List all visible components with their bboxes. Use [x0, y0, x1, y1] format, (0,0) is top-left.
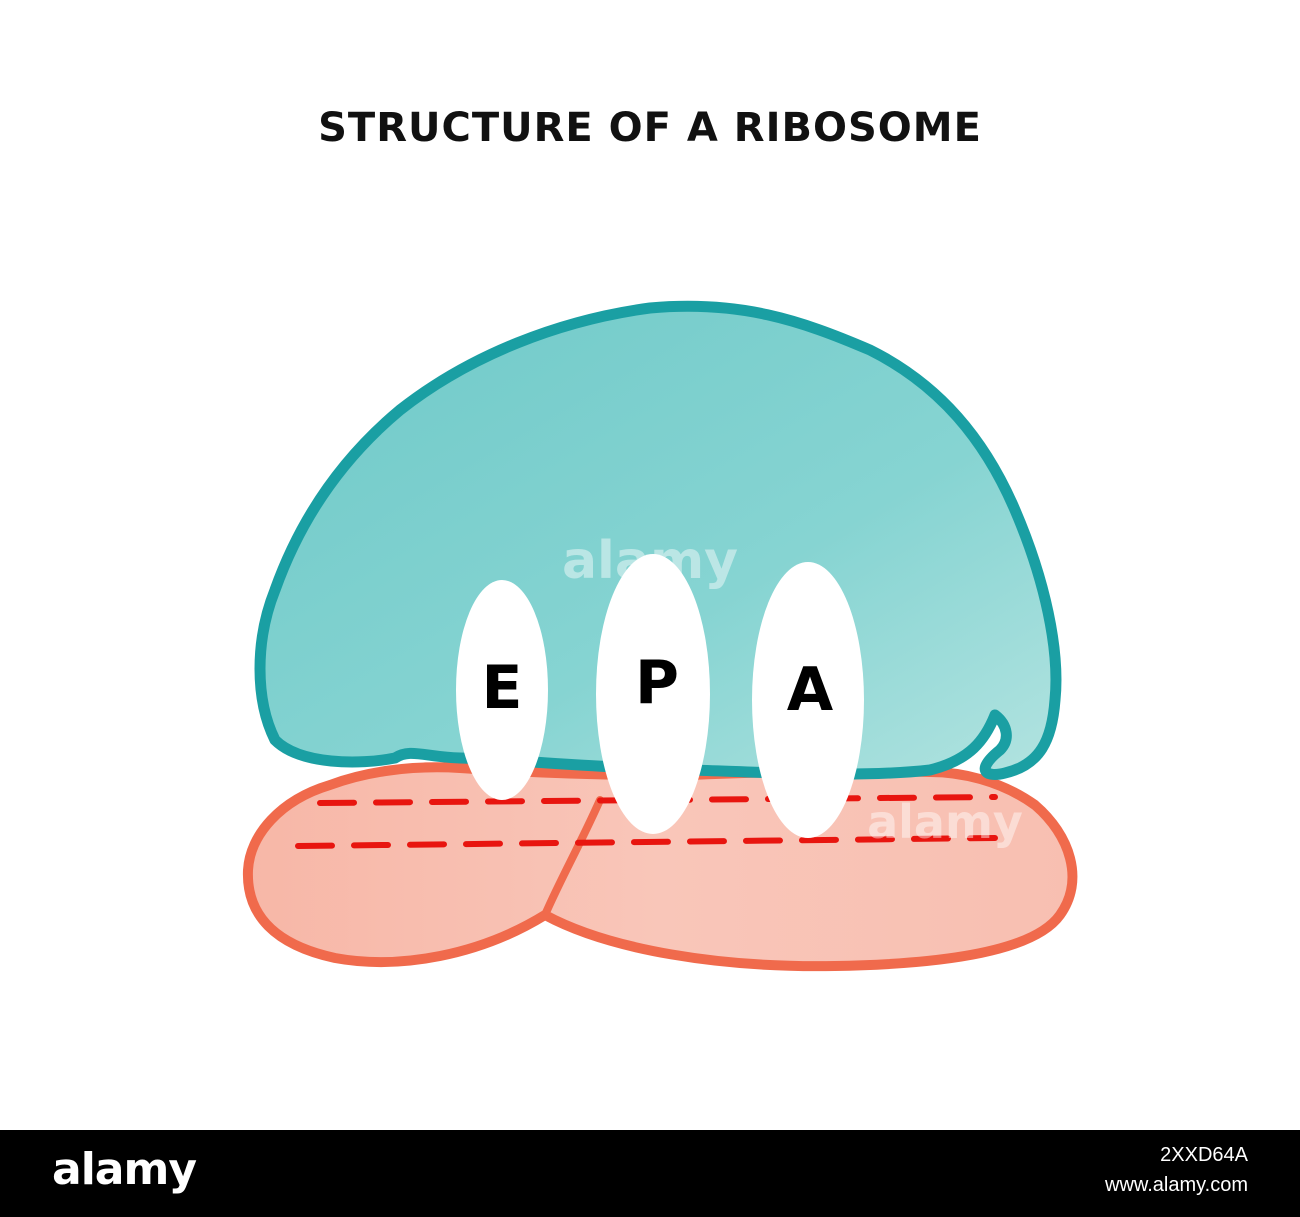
watermarks: alamy alamy — [562, 531, 1023, 849]
footer-logo: alamy — [52, 1144, 197, 1195]
footer-image-info: 2XXD64A www.alamy.com — [1105, 1140, 1248, 1200]
site-e-label: E — [482, 653, 523, 723]
site-e: E — [456, 580, 548, 800]
site-a: A — [752, 562, 864, 838]
footer-bar: alamy 2XXD64A www.alamy.com — [0, 1130, 1300, 1217]
mrna-channel-lower-line — [295, 835, 998, 849]
site-p-oval — [596, 554, 710, 834]
small-subunit-fold — [541, 796, 604, 919]
footer-site: www.alamy.com — [1105, 1174, 1248, 1196]
site-a-oval — [752, 562, 864, 838]
site-a-label: A — [787, 655, 834, 725]
diagram-title: STRUCTURE OF A RIBOSOME — [318, 105, 982, 151]
ribosome-diagram: E P A alamy alamy — [242, 300, 1078, 972]
footer-image-id: 2XXD64A — [1160, 1144, 1248, 1166]
watermark-right: alamy — [867, 795, 1023, 849]
watermark-center: alamy — [562, 531, 738, 591]
site-e-oval — [456, 580, 548, 800]
site-p: P — [596, 554, 710, 834]
site-p-label: P — [635, 648, 679, 718]
